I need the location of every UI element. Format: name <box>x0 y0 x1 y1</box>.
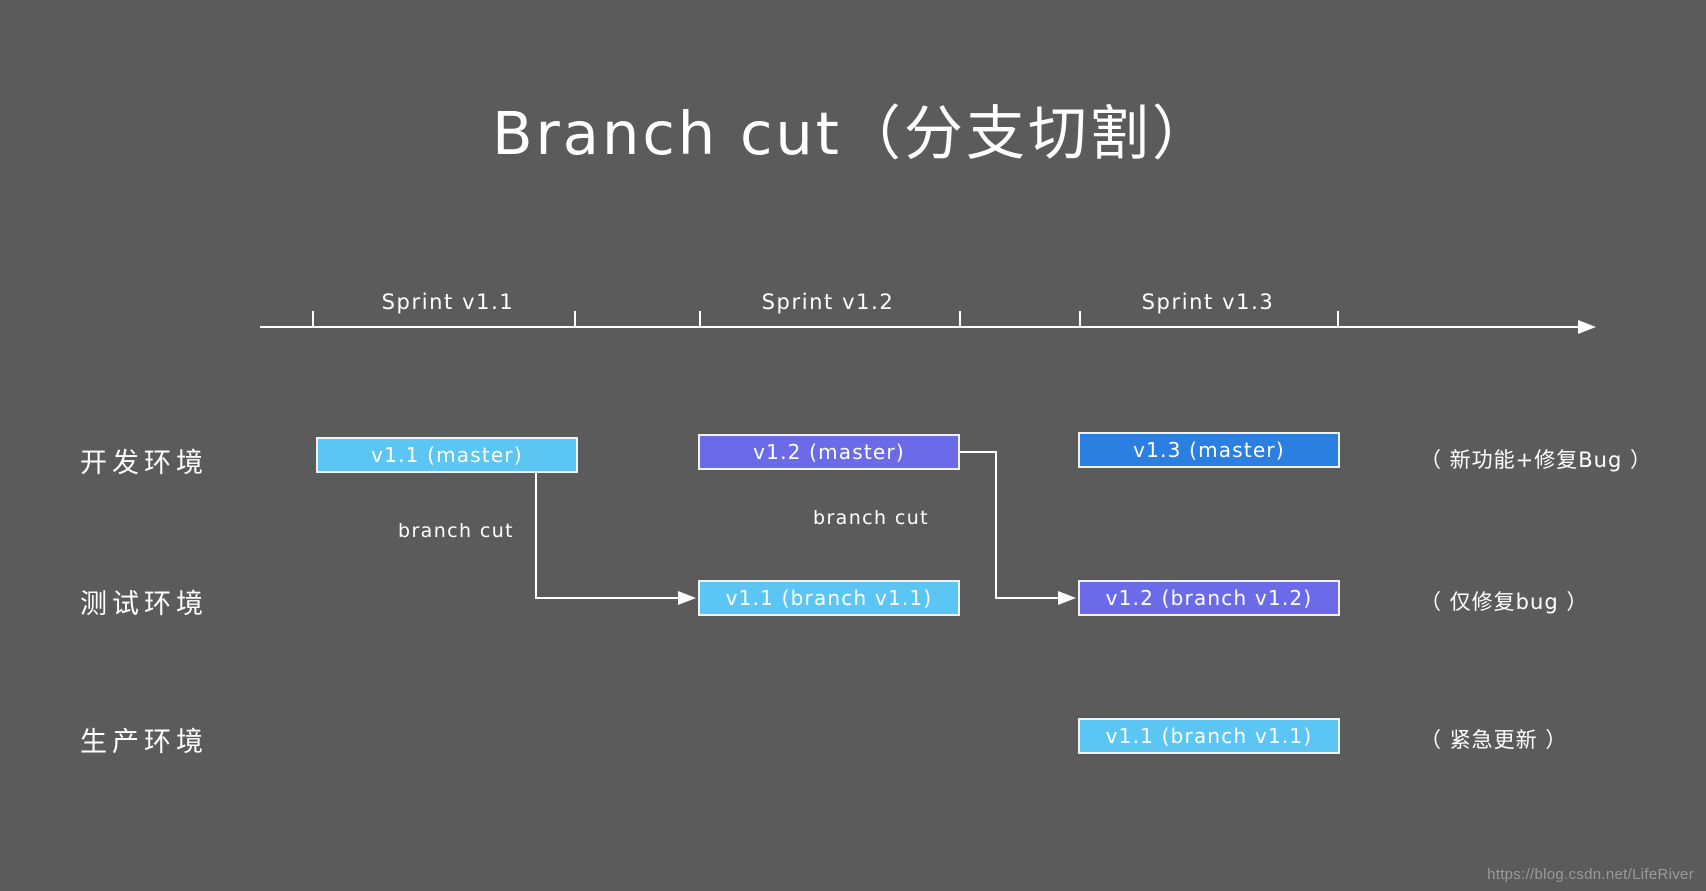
box-dev-v1-2-master[interactable]: v1.2 (master) <box>698 434 960 470</box>
note-test: （ 仅修复bug ） <box>1420 590 1589 614</box>
box-dev-v1-1-master[interactable]: v1.1 (master) <box>316 437 578 473</box>
note-dev: （ 新功能+修复Bug ） <box>1420 448 1652 472</box>
box-test-v1-1-branch[interactable]: v1.1 (branch v1.1) <box>698 580 960 616</box>
timeline-axis <box>260 311 1596 334</box>
connector-branchcut-v12 <box>960 451 1076 605</box>
sprint-label-v1-1: Sprint v1.1 <box>381 290 515 314</box>
box-dev-v1-3-master[interactable]: v1.3 (master) <box>1078 432 1340 468</box>
box-test-v1-2-branch[interactable]: v1.2 (branch v1.2) <box>1078 580 1340 616</box>
timeline-arrowhead <box>1578 320 1596 334</box>
box-prod-v1-1-branch[interactable]: v1.1 (branch v1.1) <box>1078 718 1340 754</box>
sprint-label-v1-3: Sprint v1.3 <box>1141 290 1275 314</box>
note-prod: （ 紧急更新 ） <box>1420 728 1568 752</box>
row-label-prod: 生产环境 <box>80 727 208 758</box>
sprint-label-v1-2: Sprint v1.2 <box>761 290 895 314</box>
watermark: https://blog.csdn.net/LifeRiver <box>1487 866 1694 883</box>
connector-arrowhead-v11 <box>678 591 696 605</box>
row-label-test: 测试环境 <box>80 589 208 620</box>
connector-label-branch-cut-1: branch cut <box>398 520 515 542</box>
row-label-dev: 开发环境 <box>80 448 208 479</box>
connector-arrowhead-v12 <box>1058 591 1076 605</box>
connector-label-branch-cut-2: branch cut <box>813 507 930 529</box>
connector-branchcut-v11 <box>535 473 696 605</box>
page-title: Branch cut（分支切割） <box>492 99 1214 168</box>
